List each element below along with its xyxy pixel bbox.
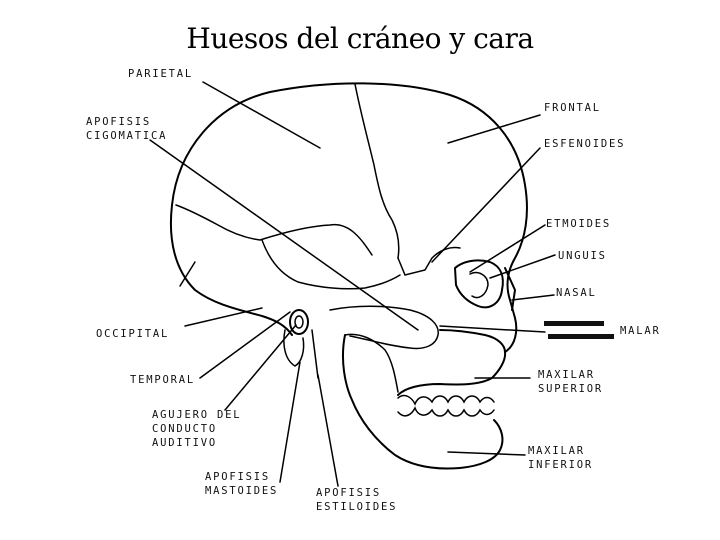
coronal-suture [354, 83, 400, 259]
leader-etmoides [469, 224, 546, 273]
leader-mastoides [279, 361, 301, 483]
leader-apofisis-cigomatica [149, 139, 419, 331]
leader-temporal [199, 311, 291, 379]
mandible-outline [342, 334, 504, 470]
orbit-outline [454, 259, 504, 309]
leader-parietal [202, 81, 321, 149]
label-temporal: TEMPORAL [130, 374, 195, 386]
leader-occipital-back [179, 261, 196, 287]
leader-estiloides [317, 374, 339, 487]
leader-maxilar-inferior [447, 451, 526, 456]
label-etmoides: ETMOIDES [546, 218, 611, 230]
styloid-outline [311, 329, 319, 379]
malar-scribble [544, 321, 614, 339]
label-occipital: OCCIPITAL [96, 328, 170, 340]
label-unguis: UNGUIS [558, 250, 607, 262]
leader-malar [439, 325, 546, 333]
ear-canal-inner [294, 315, 304, 329]
label-maxilar-superior: MAXILAR SUPERIOR [538, 369, 603, 395]
label-apofisis-mastoides: APOFISIS MASTOIDES [205, 471, 279, 497]
lambdoid-suture [175, 204, 373, 256]
maxilla-outline [397, 329, 507, 396]
mandible-ramus [344, 333, 399, 393]
leader-unguis [489, 254, 556, 279]
label-apofisis-estiloides: APOFISIS ESTILOIDES [316, 487, 398, 513]
leader-esfenoides [431, 147, 541, 263]
label-agujero-conducto: AGUJERO DEL CONDUCTO AUDITIVO [152, 409, 242, 449]
orbit-inner [469, 271, 489, 299]
leader-agujero [224, 324, 297, 411]
label-maxilar-inferior: MAXILAR INFERIOR [528, 445, 593, 471]
label-nasal: NASAL [556, 287, 597, 299]
nasal-outline [504, 267, 516, 311]
upper-teeth [397, 394, 495, 406]
page-title: Huesos del cráneo y cara [186, 22, 534, 55]
label-frontal: FRONTAL [544, 102, 601, 114]
squamous-suture [261, 239, 401, 290]
leader-occipital [184, 307, 263, 327]
label-parietal: PARIETAL [128, 68, 193, 80]
leader-frontal [447, 114, 541, 144]
cranium-outline [171, 82, 528, 353]
leader-nasal [511, 294, 555, 301]
leader-lines [149, 81, 556, 487]
label-apofisis-cigomatica: APOFISIS CIGOMATICA [86, 116, 168, 142]
label-esfenoides: ESFENOIDES [544, 138, 626, 150]
ear-canal [289, 309, 309, 335]
lower-teeth [397, 406, 495, 417]
sphenoid-outline [397, 246, 461, 276]
label-malar: MALAR [620, 325, 661, 337]
malar-outline [329, 305, 439, 350]
mastoid-outline [283, 329, 305, 367]
